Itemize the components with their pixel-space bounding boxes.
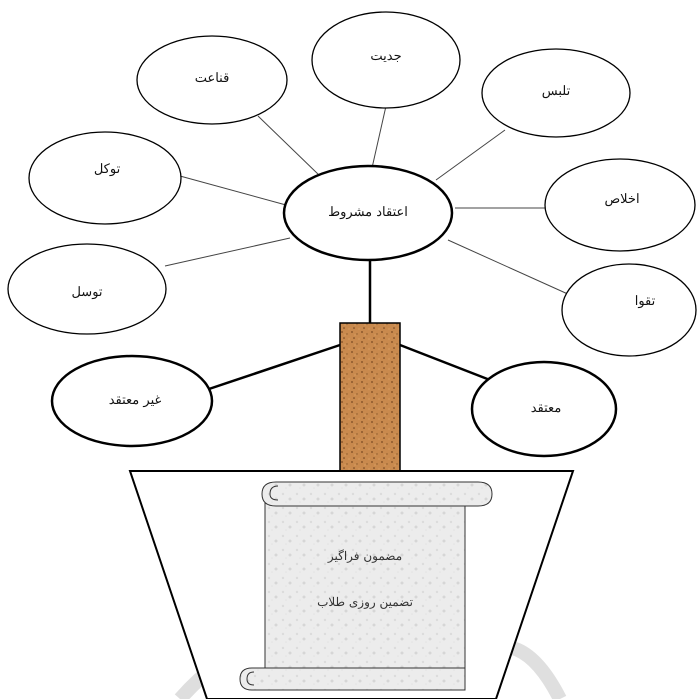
node-ekhlas-label: اخلاص <box>604 192 639 207</box>
scroll: مضمون فراگیر تضمین روزی طلاب <box>239 481 493 691</box>
node-jeddiyat-label: جدیت <box>370 49 401 64</box>
node-tavassol-label: توسل <box>71 285 102 300</box>
thick-connectors <box>199 258 491 394</box>
scroll-subtitle: تضمین روزی طلاب <box>317 595 413 609</box>
node-gheir-motaghed-label: غیر معتقد <box>109 393 162 408</box>
tree-trunk <box>339 322 401 476</box>
node-center-label: اعتقاد مشروط <box>328 205 408 220</box>
node-tavakkol-label: توکل <box>94 162 121 177</box>
node-taghva: تقوا <box>561 263 697 357</box>
node-gheir-motaghed: غیر معتقد <box>50 354 214 448</box>
node-tavakkol: توکل <box>28 131 182 225</box>
node-tavassol: توسل <box>7 243 167 335</box>
node-center: اعتقاد مشروط <box>282 164 454 262</box>
node-motaghed-label: معتقد <box>531 401 562 416</box>
node-ghanaat-label: قناعت <box>195 71 230 86</box>
node-jeddiyat: جدیت <box>311 11 461 109</box>
thin-connectors <box>164 105 571 296</box>
node-motaghed: معتقد <box>470 360 618 458</box>
node-ghanaat: قناعت <box>136 35 288 125</box>
scroll-title: مضمون فراگیر <box>327 549 402 563</box>
node-ekhlas: اخلاص <box>544 158 696 252</box>
node-taghva-label: تقوا <box>635 294 656 309</box>
node-talabbos-label: تلبس <box>542 84 571 99</box>
node-talabbos: تلبس <box>481 48 631 138</box>
